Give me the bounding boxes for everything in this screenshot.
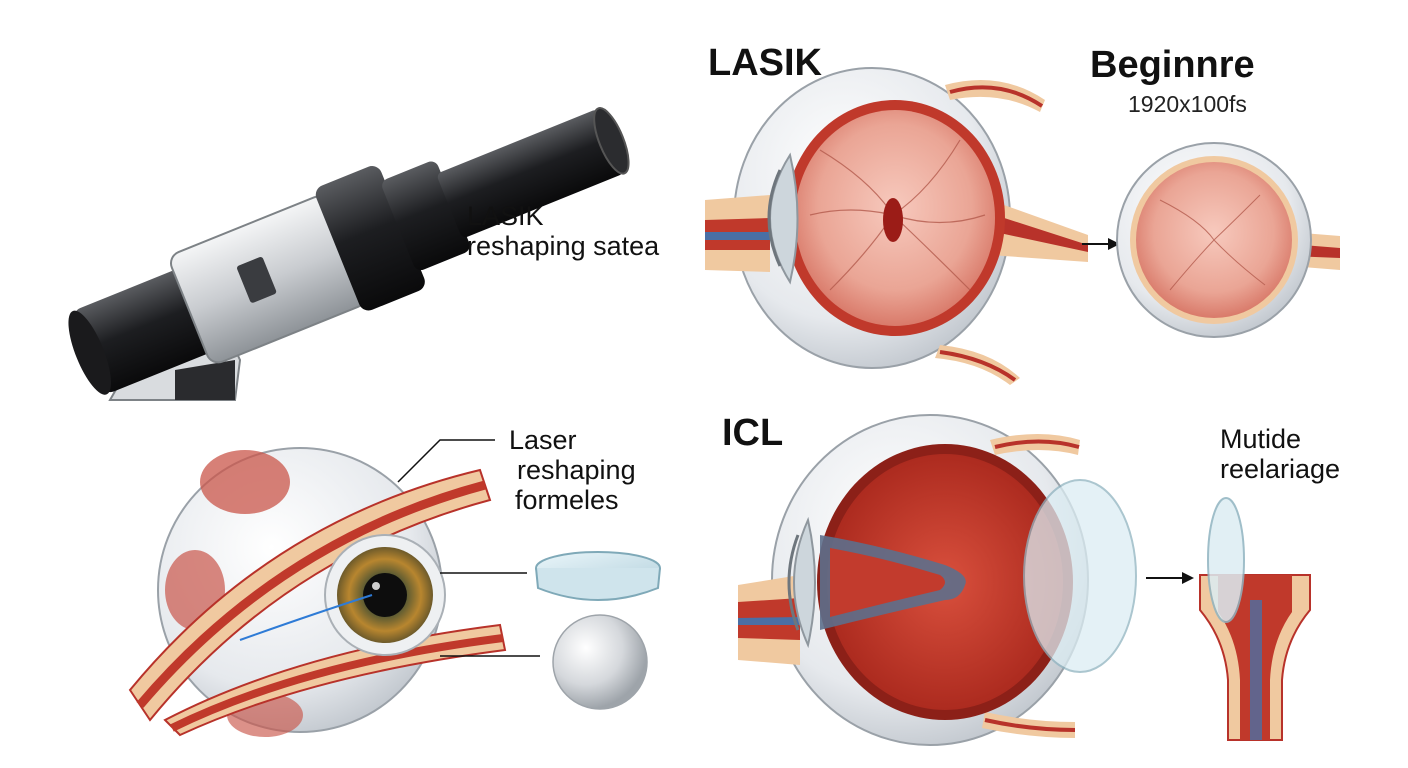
laser-caption: Laser reshaping formeles (509, 425, 636, 515)
lasik-title: LASIK (708, 42, 822, 84)
laser-eye-diagram (128, 439, 540, 737)
scope-caption: LASIK reshaping satea (467, 201, 659, 261)
arrow-right-icon (1146, 572, 1194, 584)
beginner-subtitle: 1920x100fs (1128, 91, 1247, 117)
microscope-device (68, 107, 630, 401)
mutide-caption-line: reelariage (1220, 454, 1341, 484)
scope-caption-line: LASIK (467, 201, 544, 231)
laser-caption-line: formeles (515, 485, 619, 515)
arrow-right-icon (1082, 238, 1120, 250)
laser-caption-line: Laser (509, 425, 577, 455)
beginner-eye-diagram (1116, 142, 1340, 338)
contact-lens-icon (535, 551, 661, 601)
icl-title: ICL (722, 412, 784, 454)
scope-caption-line: reshaping satea (467, 231, 660, 261)
mutide-caption-line: Mutide (1220, 424, 1302, 454)
icl-implant-diagram (1199, 497, 1311, 741)
laser-caption-line: reshaping (517, 455, 636, 485)
mutide-caption: Mutide reelariage (1220, 424, 1340, 484)
lasik-eye-diagram (705, 67, 1088, 385)
sphere-implant-icon (552, 614, 648, 710)
icl-eye-diagram (738, 414, 1137, 746)
beginner-title: Beginnre (1090, 44, 1255, 86)
